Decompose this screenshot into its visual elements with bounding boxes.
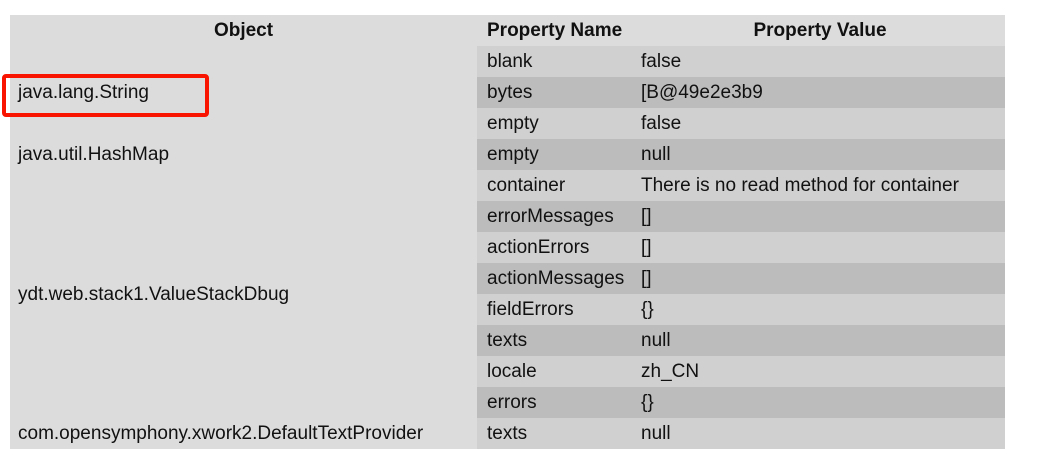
property-value-cell: There is no read method for container [635, 170, 1005, 201]
property-value-cell: {} [635, 294, 1005, 325]
property-value-cell: [] [635, 232, 1005, 263]
property-name-cell: texts [477, 418, 635, 449]
property-name-cell: container [477, 170, 635, 201]
table-header-row: Object Property Name Property Value [10, 15, 1005, 46]
column-header-property-name: Property Name [477, 15, 635, 46]
table-row: actionMessages [] [10, 263, 1005, 294]
property-name-cell: bytes [477, 77, 635, 108]
table-row: empty false [10, 108, 1005, 139]
table-row: fieldErrors {} [10, 294, 1005, 325]
object-cell-java-lang-string: java.lang.String [10, 46, 477, 139]
table-row: ydt.web.stack1.ValueStackDbug container … [10, 170, 1005, 418]
property-name-cell: errors [477, 387, 635, 418]
property-name-cell: fieldErrors [477, 294, 635, 325]
object-cell-default-text-provider: com.opensymphony.xwork2.DefaultTextProvi… [10, 418, 477, 449]
property-value-cell: {} [635, 387, 1005, 418]
property-name-cell: blank [477, 46, 635, 77]
object-cell-valuestackdbug: ydt.web.stack1.ValueStackDbug [10, 170, 477, 418]
property-name-cell: empty [477, 139, 635, 170]
property-value-cell: null [635, 325, 1005, 356]
table-row: java.lang.String blank false [10, 46, 1005, 139]
property-name-cell: locale [477, 356, 635, 387]
property-value-cell: false [635, 108, 1005, 139]
property-name-cell: errorMessages [477, 201, 635, 232]
property-value-cell: [] [635, 263, 1005, 294]
table-row: com.opensymphony.xwork2.DefaultTextProvi… [10, 418, 1005, 449]
property-value-cell: zh_CN [635, 356, 1005, 387]
table-row: actionErrors [] [10, 232, 1005, 263]
column-header-object: Object [10, 15, 477, 46]
table-header: Object Property Name Property Value [10, 15, 1005, 46]
table-row: errors {} [10, 387, 1005, 418]
property-name-cell: texts [477, 325, 635, 356]
column-header-property-value: Property Value [635, 15, 1005, 46]
table-row: bytes [B@49e2e3b9 [10, 77, 1005, 108]
table-row: errorMessages [] [10, 201, 1005, 232]
table-row: java.util.HashMap empty null [10, 139, 1005, 170]
table-body: java.lang.String blank false bytes [B@49… [10, 46, 1005, 449]
property-value-cell: null [635, 139, 1005, 170]
object-cell-java-util-hashmap: java.util.HashMap [10, 139, 477, 170]
property-value-cell: [] [635, 201, 1005, 232]
property-value-cell: false [635, 46, 1005, 77]
table-row: texts null [10, 325, 1005, 356]
property-name-cell: actionMessages [477, 263, 635, 294]
object-property-table: Object Property Name Property Value java… [10, 15, 1005, 449]
property-name-cell: empty [477, 108, 635, 139]
property-value-cell: [B@49e2e3b9 [635, 77, 1005, 108]
property-name-cell: actionErrors [477, 232, 635, 263]
table-row: locale zh_CN [10, 356, 1005, 387]
property-value-cell: null [635, 418, 1005, 449]
